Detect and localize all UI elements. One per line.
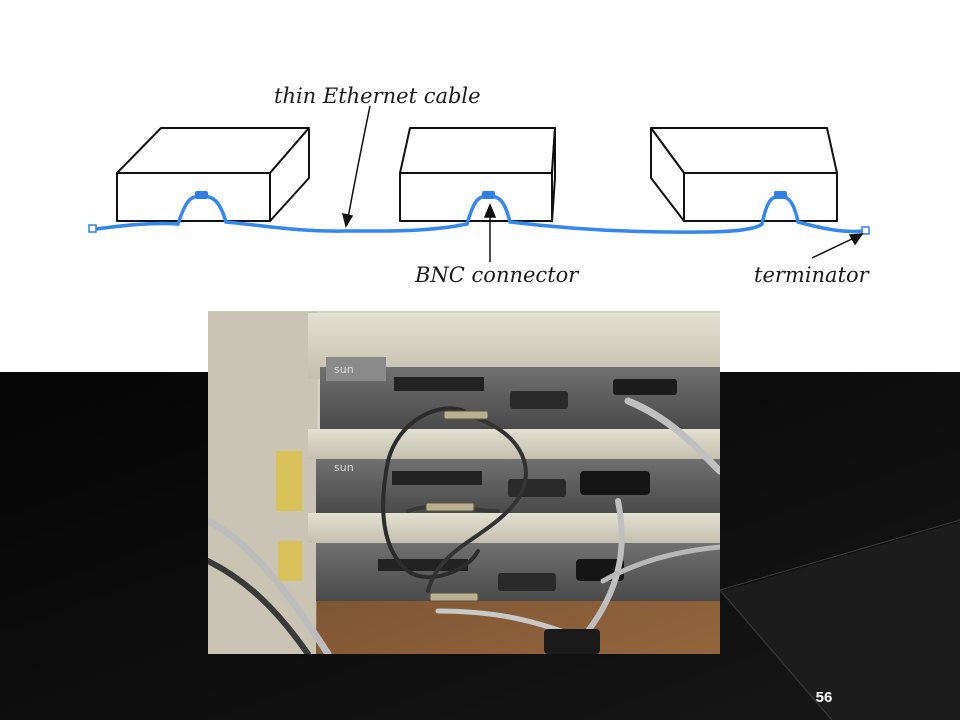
photo-cable-2 xyxy=(426,409,528,593)
bnc-connector-1 xyxy=(195,191,208,199)
computer-box-3 xyxy=(650,127,838,222)
photo-cable-9 xyxy=(208,517,332,654)
sun-logo-2: sun xyxy=(334,461,354,474)
photo-bnc-2 xyxy=(425,502,475,512)
slide-page-number: 56 xyxy=(815,689,833,706)
terminator-right xyxy=(861,226,870,235)
photo-bnc-3 xyxy=(429,592,479,602)
workstation-photo: sun sun xyxy=(208,311,720,654)
photo-cable-4 xyxy=(624,397,720,475)
terminator-left xyxy=(88,224,97,233)
workstation-3 xyxy=(308,513,720,601)
terminator-pointer-arrow xyxy=(811,236,857,259)
label-terminator: terminator xyxy=(754,263,869,287)
photo-cable-6 xyxy=(600,544,720,584)
computer-box-1 xyxy=(116,127,310,222)
photo-cable-1 xyxy=(381,406,480,580)
sun-logo-1: sun xyxy=(334,363,354,376)
workstation-1: sun xyxy=(308,313,720,429)
bnc-connector-2 xyxy=(482,191,495,199)
label-thin-ethernet-cable: thin Ethernet cable xyxy=(274,84,481,108)
bnc-connector-3 xyxy=(774,191,787,199)
cable-pointer-arrow xyxy=(347,105,371,219)
photo-bnc-1 xyxy=(443,410,489,420)
label-bnc-connector: BNC connector xyxy=(415,263,579,287)
computer-box-2 xyxy=(399,127,556,222)
photo-cable-5 xyxy=(585,498,625,634)
photo-cable-8 xyxy=(208,558,311,654)
thin-ethernet-diagram xyxy=(88,105,870,262)
photo-db-connector xyxy=(544,629,600,654)
